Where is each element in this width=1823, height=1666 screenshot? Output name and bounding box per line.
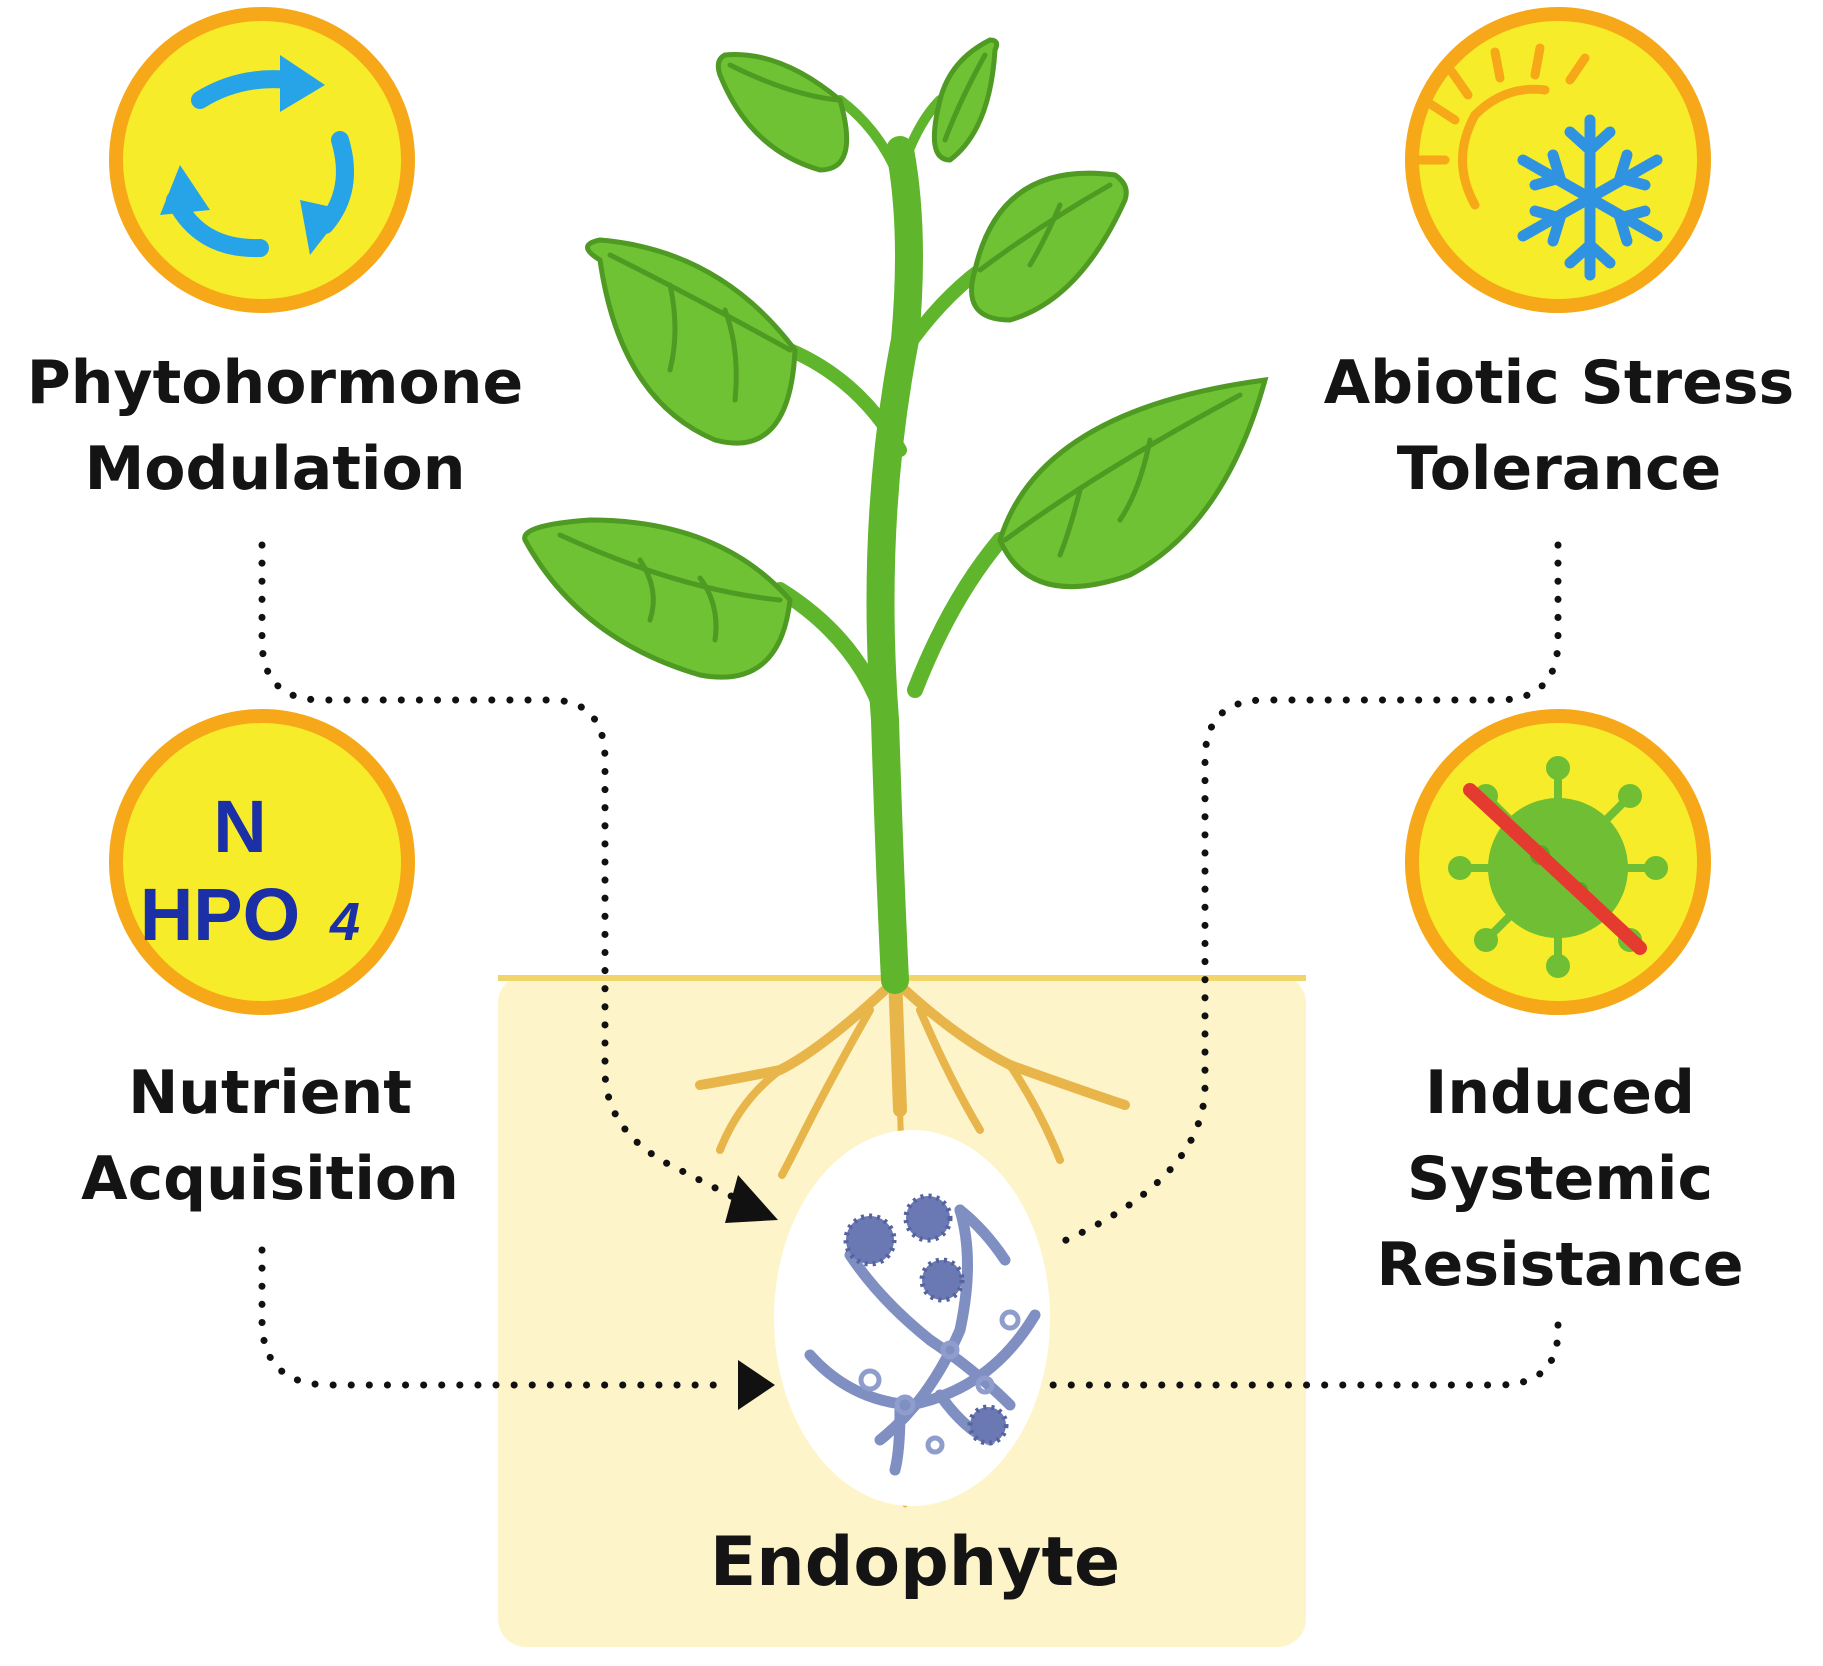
label-line: Nutrient: [128, 1058, 412, 1128]
leaf-mid-left: [585, 237, 798, 446]
label-line: Induced: [1425, 1058, 1695, 1128]
fungal-spores: [843, 1193, 1009, 1446]
connector-abiotic: [1051, 541, 1562, 1249]
label-line: Phytohormone: [26, 348, 524, 418]
connector-isr: [1044, 1321, 1562, 1389]
leaf-veins: [557, 52, 1243, 643]
nutrient-n-text: N: [213, 785, 266, 868]
snowflake-icon: [1517, 114, 1663, 281]
label-phytohormone-modulation: Phytohormone Modulation: [0, 340, 550, 512]
label-line: Tolerance: [1396, 434, 1722, 504]
label-abiotic-stress-tolerance: Abiotic Stress Tolerance: [1295, 340, 1823, 512]
leaf-lower-left: [522, 517, 793, 680]
sun-icon: [1415, 43, 1590, 210]
leaf-top-left: [715, 52, 850, 173]
connector-nutrient: [258, 1246, 729, 1389]
plant-stem: [772, 95, 1008, 994]
fungal-hyphae: [804, 1204, 1041, 1476]
icon-abiotic-stress: [1405, 7, 1711, 313]
leaf-mid-right: [969, 170, 1129, 323]
icon-induced-systemic-resistance: [1405, 709, 1711, 1015]
connector-lines: [258, 541, 1562, 1389]
label-induced-systemic-resistance: Induced Systemic Resistance: [1330, 1050, 1790, 1308]
connector-phytohormone: [258, 541, 739, 1202]
label-line: Acquisition: [81, 1144, 459, 1214]
label-nutrient-acquisition: Nutrient Acquisition: [10, 1050, 530, 1222]
fungal-tips: [858, 1309, 1021, 1455]
ban-slash: [1463, 783, 1647, 955]
nutrient-sub-text: 4: [329, 892, 360, 952]
label-line: Systemic: [1406, 1144, 1714, 1214]
nutrient-hpo-text: HPO: [140, 873, 300, 956]
icon-phytohormone: [109, 7, 415, 313]
label-endophyte: Endophyte: [709, 1523, 1121, 1602]
label-line: Modulation: [84, 434, 466, 504]
roots: [695, 968, 1130, 1508]
label-line: Resistance: [1376, 1230, 1744, 1300]
label-line: Abiotic Stress: [1323, 348, 1795, 418]
leaf-lower-right: [997, 377, 1269, 590]
icon-nutrient-acquisition: N HPO 4: [109, 709, 415, 1015]
arrowhead-nutrient: [738, 1360, 775, 1410]
arrowhead-phytohormone: [725, 1175, 778, 1223]
